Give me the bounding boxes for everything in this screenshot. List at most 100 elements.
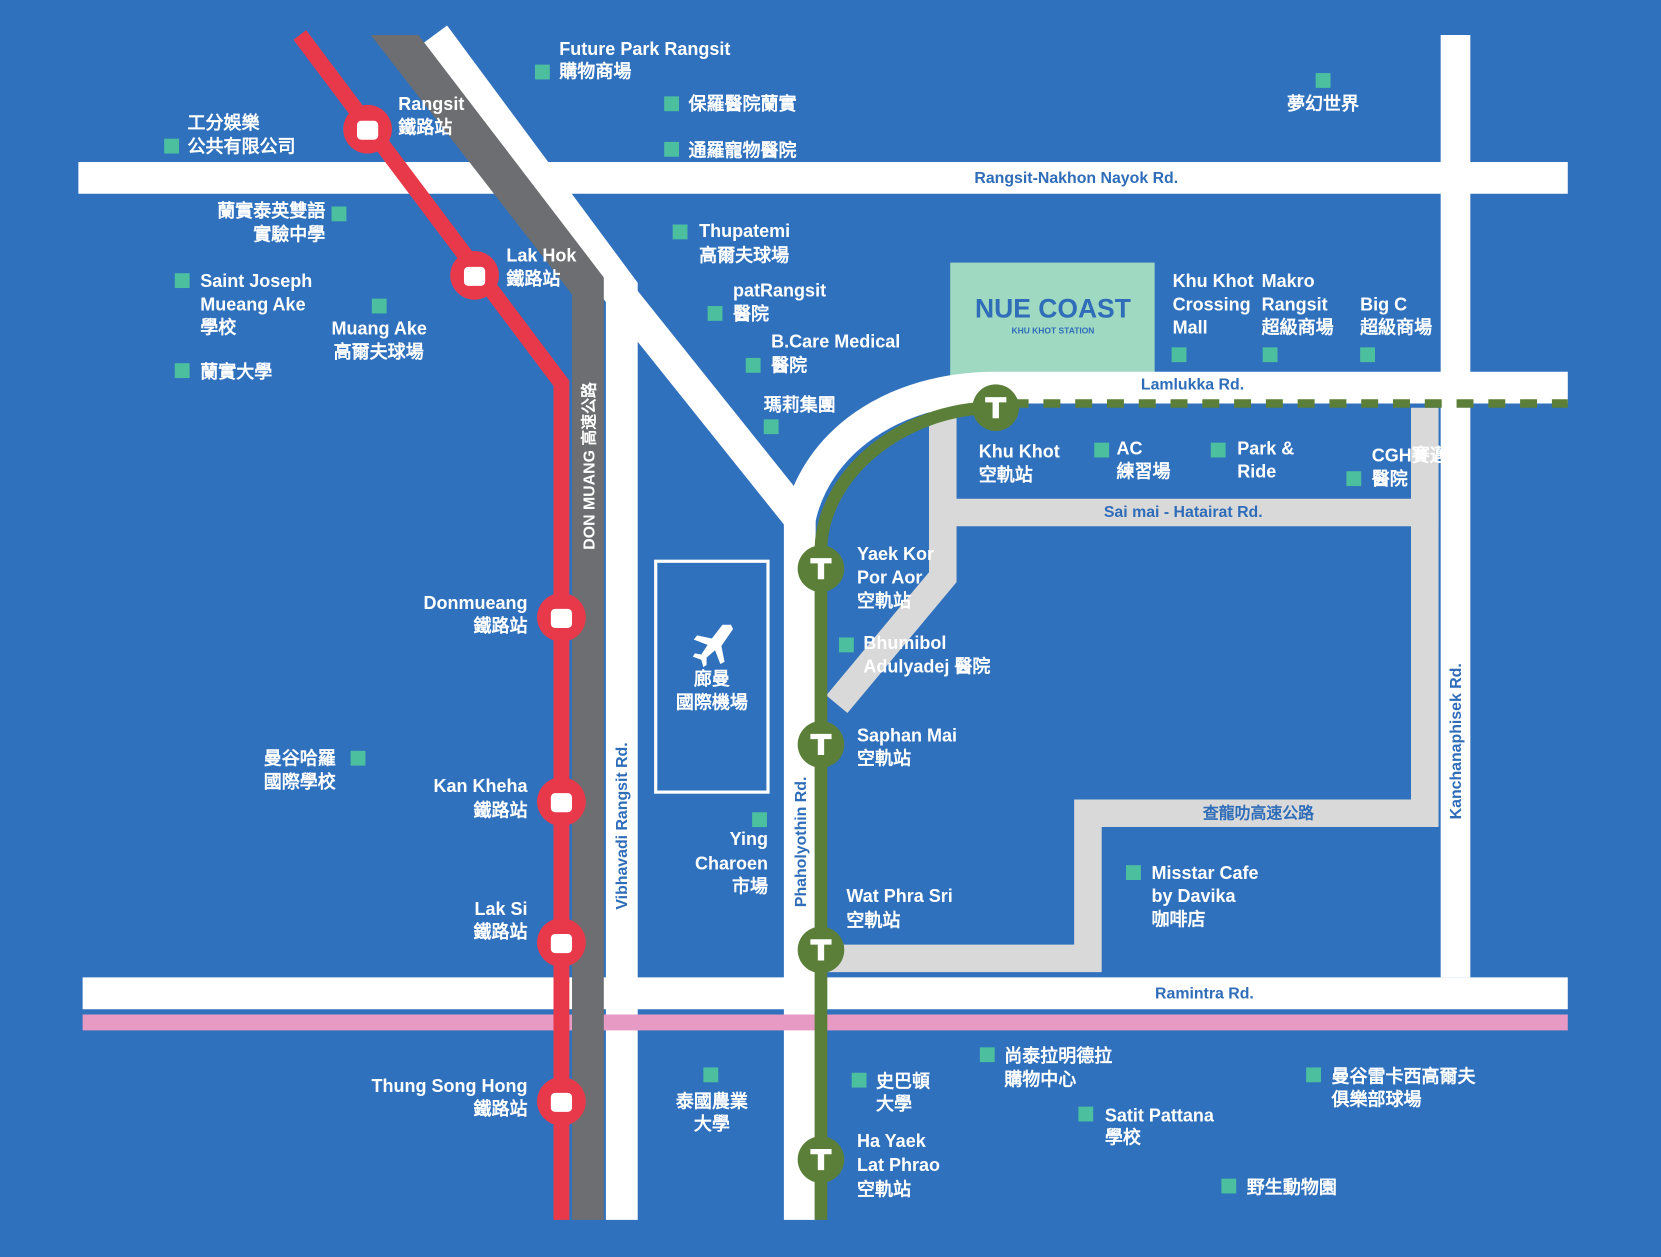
poi-marker[interactable] bbox=[707, 306, 723, 321]
poi-label: Misstar Cafe bbox=[1151, 863, 1258, 883]
poi-label: 國際學校 bbox=[264, 771, 337, 792]
poi-marker[interactable] bbox=[838, 637, 854, 653]
rail-station-kan-kheha[interactable] bbox=[537, 777, 586, 826]
airplane-icon bbox=[692, 624, 734, 668]
poi-label: 泰國農業 bbox=[675, 1091, 749, 1112]
poi-label: Ride bbox=[1237, 462, 1276, 482]
rail-station-sub: 鐵路站 bbox=[398, 116, 452, 137]
poi-label: 通羅寵物醫院 bbox=[689, 140, 797, 161]
poi-marker[interactable] bbox=[664, 141, 680, 157]
poi-marker[interactable] bbox=[1315, 73, 1331, 88]
sai-mai-road-line bbox=[929, 407, 1439, 527]
poi-marker[interactable] bbox=[350, 750, 366, 766]
poi-label: 醫院 bbox=[1372, 468, 1408, 489]
rail-station-lak-si[interactable] bbox=[537, 918, 586, 967]
poi-marker[interactable] bbox=[745, 357, 761, 373]
poi-marker[interactable] bbox=[534, 64, 550, 80]
poi-label: Muang Ake bbox=[332, 319, 427, 339]
sky-stations bbox=[797, 384, 1020, 1183]
poi-label: 咖啡店 bbox=[1151, 909, 1205, 930]
poi-label: Rangsit bbox=[1262, 294, 1328, 314]
poi-label: by Davika bbox=[1151, 886, 1236, 906]
lamlukka-road-label: Lamlukka Rd. bbox=[1141, 377, 1244, 394]
poi-markers bbox=[164, 64, 1375, 1194]
rail-station-lak-hok[interactable] bbox=[450, 250, 499, 300]
sky-station-label: Yaek Kor bbox=[857, 544, 934, 564]
poi-label: 蘭實泰英雙語 bbox=[217, 200, 325, 221]
rail-station-name: Thung Song Hong bbox=[372, 1076, 528, 1096]
airport-name: 廊曼 bbox=[694, 668, 730, 689]
poi-marker[interactable] bbox=[1210, 442, 1226, 458]
rail-station-sub: 鐵路站 bbox=[474, 615, 528, 636]
poi-marker[interactable] bbox=[1346, 471, 1362, 487]
don-muang-tollway-label: DON MUANG 高速公路 bbox=[579, 382, 598, 550]
poi-label: 史巴頓 bbox=[876, 1071, 930, 1092]
poi-marker[interactable] bbox=[1360, 347, 1375, 363]
sky-station-saphan-mai[interactable] bbox=[797, 721, 845, 768]
poi-label: 瑪莉集團 bbox=[764, 394, 836, 415]
poi-label: Thupatemi bbox=[699, 221, 790, 241]
skytrain-icon bbox=[810, 939, 832, 961]
don-mueang-airport[interactable]: 廊曼 國際機場 bbox=[654, 559, 770, 794]
sky-station-wat-phra-sri[interactable] bbox=[797, 926, 845, 974]
poi-marker[interactable] bbox=[664, 96, 680, 112]
poi-label: 公共有限公司 bbox=[187, 135, 295, 156]
poi-label: 尚泰拉明德拉 bbox=[1004, 1045, 1112, 1066]
poi-marker[interactable] bbox=[1126, 865, 1141, 881]
poi-marker[interactable] bbox=[164, 138, 180, 154]
rail-station-name: Lak Hok bbox=[506, 246, 577, 266]
poi-label: AC bbox=[1117, 438, 1143, 458]
poi-marker[interactable] bbox=[371, 298, 387, 314]
rail-station-labels: Rangsit 鐵路站 Lak Hok 鐵路站 Donmueang 鐵路站 Ka… bbox=[372, 94, 578, 1119]
nue-coast-project-block[interactable] bbox=[950, 262, 1155, 385]
poi-marker[interactable] bbox=[703, 1067, 719, 1083]
poi-marker[interactable] bbox=[1221, 1178, 1237, 1194]
poi-label: 工分娛樂 bbox=[187, 112, 260, 133]
sky-station-khu-khot[interactable] bbox=[972, 384, 1020, 432]
poi-label: 購物商場 bbox=[558, 60, 631, 81]
sky-station-label: Wat Phra Sri bbox=[846, 886, 952, 906]
poi-marker[interactable] bbox=[1094, 442, 1110, 458]
poi-label: Adulyadej 醫院 bbox=[863, 655, 990, 676]
poi-label: 練習場 bbox=[1117, 461, 1171, 482]
rangsit-nakhon-nayok-road-label: Rangsit-Nakhon Nayok Rd. bbox=[974, 170, 1178, 187]
poi-label: 醫院 bbox=[733, 303, 769, 324]
rail-station-thung-song-hong[interactable] bbox=[537, 1076, 586, 1126]
poi-label: 俱樂部球場 bbox=[1331, 1089, 1422, 1110]
poi-marker[interactable] bbox=[672, 224, 688, 240]
link-road-line bbox=[826, 512, 957, 714]
vibhavadi-road-label: Vibhavadi Rangsit Rd. bbox=[614, 742, 631, 909]
poi-label: 醫院 bbox=[771, 355, 807, 376]
rail-station-sub: 鐵路站 bbox=[474, 799, 528, 820]
poi-marker[interactable] bbox=[763, 419, 779, 435]
poi-marker[interactable] bbox=[174, 363, 190, 379]
poi-marker[interactable] bbox=[1078, 1106, 1094, 1122]
poi-marker[interactable] bbox=[1306, 1067, 1321, 1083]
train-icon bbox=[356, 120, 379, 140]
poi-marker[interactable] bbox=[851, 1072, 867, 1088]
poi-label: Saint Joseph bbox=[200, 271, 312, 291]
poi-marker[interactable] bbox=[979, 1047, 995, 1063]
poi-label: B.Care Medical bbox=[771, 331, 900, 351]
poi-marker[interactable] bbox=[331, 206, 347, 222]
poi-label: Makro bbox=[1262, 271, 1315, 291]
poi-marker[interactable] bbox=[752, 812, 767, 828]
sky-station-yaek-kor-por-aor[interactable] bbox=[797, 545, 845, 592]
sky-station-label: Lat Phrao bbox=[857, 1155, 940, 1175]
poi-label: 夢幻世界 bbox=[1287, 93, 1359, 114]
poi-label: patRangsit bbox=[733, 281, 826, 301]
main-roads bbox=[78, 25, 1568, 1220]
poi-marker[interactable] bbox=[1171, 347, 1187, 363]
rail-station-rangsit[interactable] bbox=[343, 104, 392, 154]
rail-station-donmueang[interactable] bbox=[537, 593, 586, 642]
train-icon bbox=[550, 1092, 573, 1112]
sky-station-ha-yaek-lat-phrao[interactable] bbox=[797, 1136, 845, 1183]
sky-station-label: 空軌站 bbox=[857, 590, 911, 611]
poi-label: Khu Khot bbox=[1173, 271, 1254, 291]
poi-label: Ying bbox=[730, 829, 768, 849]
rail-station-sub: 鐵路站 bbox=[506, 268, 560, 289]
nue-coast-subtitle: KHU KHOT STATION bbox=[1011, 326, 1094, 336]
poi-marker[interactable] bbox=[1262, 347, 1278, 363]
poi-marker[interactable] bbox=[174, 273, 190, 289]
